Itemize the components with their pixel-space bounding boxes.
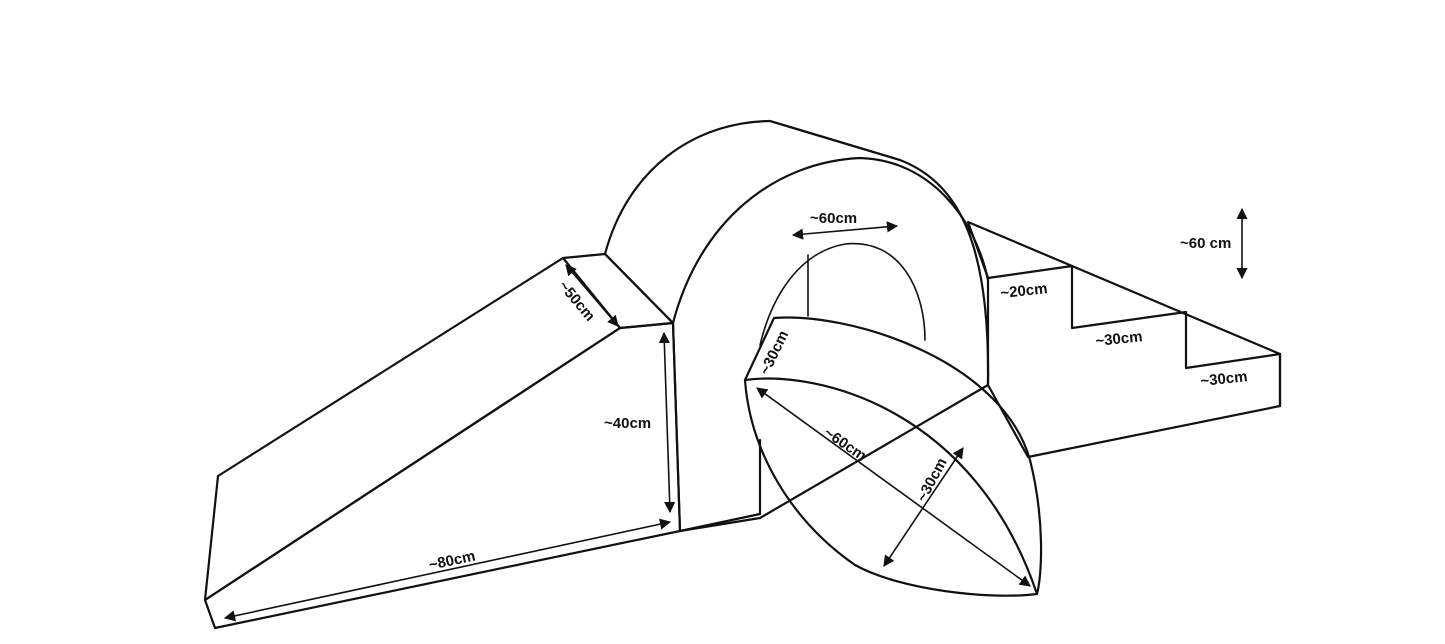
- arch-base-left: [678, 438, 762, 533]
- tunnel-opening: [759, 242, 926, 346]
- stairs-step-profile: [986, 264, 1282, 370]
- label-ramp-length: ~80cm: [427, 547, 477, 573]
- label-cylinder-width: ~30cm: [914, 455, 951, 505]
- label-tunnel-width: ~60cm: [810, 210, 857, 227]
- label-step-tread-bottom: ~30cm: [1200, 368, 1249, 390]
- label-ramp-height: ~40cm: [604, 415, 651, 432]
- arch-front-curve: [671, 156, 990, 325]
- dimension-lines: [223, 207, 1248, 622]
- half-cylinder-body: [743, 316, 1043, 597]
- dim-line-ramp-width: [565, 264, 619, 327]
- dim-line-tunnel-width: [791, 221, 899, 240]
- dimension-labels: ~80cm ~40cm ~50cm ~60cm ~30cm ~60cm ~30c…: [427, 210, 1248, 574]
- arch-top-edge: [768, 119, 902, 162]
- label-cylinder-length: ~60cm: [821, 424, 870, 464]
- half-cylinder-block: [743, 316, 1043, 597]
- dim-line-cylinder-width: [883, 447, 964, 567]
- label-step-tread-middle: ~30cm: [1095, 328, 1144, 350]
- label-stair-total-height: ~60 cm: [1180, 235, 1231, 252]
- dim-line-ramp-height: [658, 331, 676, 514]
- dim-line-ramp-length: [223, 518, 672, 622]
- label-ramp-width: ~50cm: [555, 278, 598, 325]
- tunnel-arch: [603, 119, 990, 533]
- ramp-side-face: [203, 321, 682, 630]
- ramp-block: [203, 252, 682, 630]
- dim-line-cylinder-length: [756, 387, 1031, 587]
- label-step-height-top: ~20cm: [1000, 280, 1049, 302]
- arch-outer-face: [603, 119, 990, 533]
